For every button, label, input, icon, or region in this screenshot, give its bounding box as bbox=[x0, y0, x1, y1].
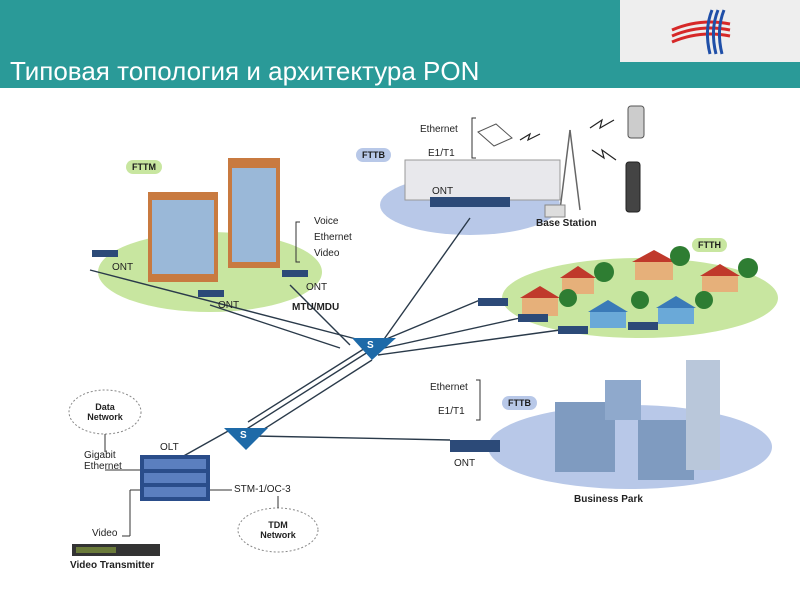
ont-device bbox=[92, 250, 118, 257]
mtu-mdu-label: MTU/MDU bbox=[292, 302, 340, 313]
bracket bbox=[476, 379, 481, 421]
business-park-buildings bbox=[555, 360, 720, 480]
page-title: Типовая топология и архитектура PON bbox=[10, 56, 480, 86]
ont-label: ONT bbox=[218, 300, 240, 311]
ont-device bbox=[282, 270, 308, 277]
device-panel bbox=[76, 547, 116, 553]
tdm-network-label: TDM Network bbox=[260, 520, 296, 540]
business-park-label: Business Park bbox=[574, 494, 643, 505]
ethernet-label: Ethernet bbox=[430, 382, 468, 393]
ont-device bbox=[198, 290, 224, 297]
ont-label: ONT bbox=[454, 458, 476, 469]
ont-device bbox=[450, 440, 500, 452]
video-label: Video bbox=[314, 248, 340, 259]
video-transmitter-label: Video Transmitter bbox=[70, 560, 155, 571]
fttm-badge: FTTM bbox=[126, 160, 162, 174]
ont-label: ONT bbox=[432, 186, 454, 197]
company-logo bbox=[671, 9, 731, 55]
bracket bbox=[295, 221, 300, 263]
video-label: Video bbox=[92, 528, 118, 539]
ont-label: ONT bbox=[112, 262, 134, 273]
olt-label: OLT bbox=[160, 442, 179, 453]
data-network-label: Data Network bbox=[87, 402, 123, 422]
stm-label: STM-1/OC-3 bbox=[234, 484, 291, 495]
olt-rack bbox=[140, 455, 210, 501]
e1-t1-label: E1/T1 bbox=[428, 148, 455, 159]
ethernet-label: Ethernet bbox=[314, 232, 352, 243]
ftth-ont-devices bbox=[478, 298, 658, 334]
mobile-phone bbox=[627, 105, 645, 139]
ftth-houses bbox=[520, 246, 758, 328]
olt-links bbox=[104, 434, 279, 537]
base-station-label: Base Station bbox=[536, 218, 597, 229]
gigabit-ethernet-label: Gigabit Ethernet bbox=[84, 450, 122, 472]
wireless-ap bbox=[477, 123, 513, 147]
ethernet-label: Ethernet bbox=[420, 124, 458, 135]
splitter bbox=[352, 338, 396, 360]
fttm-buildings bbox=[148, 158, 280, 282]
splitter-label: S bbox=[240, 430, 247, 441]
splitter-label: S bbox=[367, 340, 374, 351]
data-network-cloud bbox=[68, 389, 142, 435]
ont-label: ONT bbox=[306, 282, 328, 293]
e1-t1-label: E1/T1 bbox=[438, 406, 465, 417]
fttb-bottom-badge: FTTB bbox=[502, 396, 537, 410]
logo-area bbox=[620, 0, 800, 62]
fttb-top-building bbox=[404, 159, 561, 207]
bracket bbox=[471, 117, 476, 159]
fttb-top-badge: FTTB bbox=[356, 148, 391, 162]
ftth-badge: FTTH bbox=[692, 238, 727, 252]
fiber-lines bbox=[89, 217, 561, 459]
base-station-tower bbox=[544, 129, 581, 218]
mobile-phone bbox=[625, 161, 641, 213]
wireless-signals bbox=[519, 118, 617, 161]
splitter bbox=[224, 428, 268, 450]
voice-label: Voice bbox=[314, 216, 339, 227]
